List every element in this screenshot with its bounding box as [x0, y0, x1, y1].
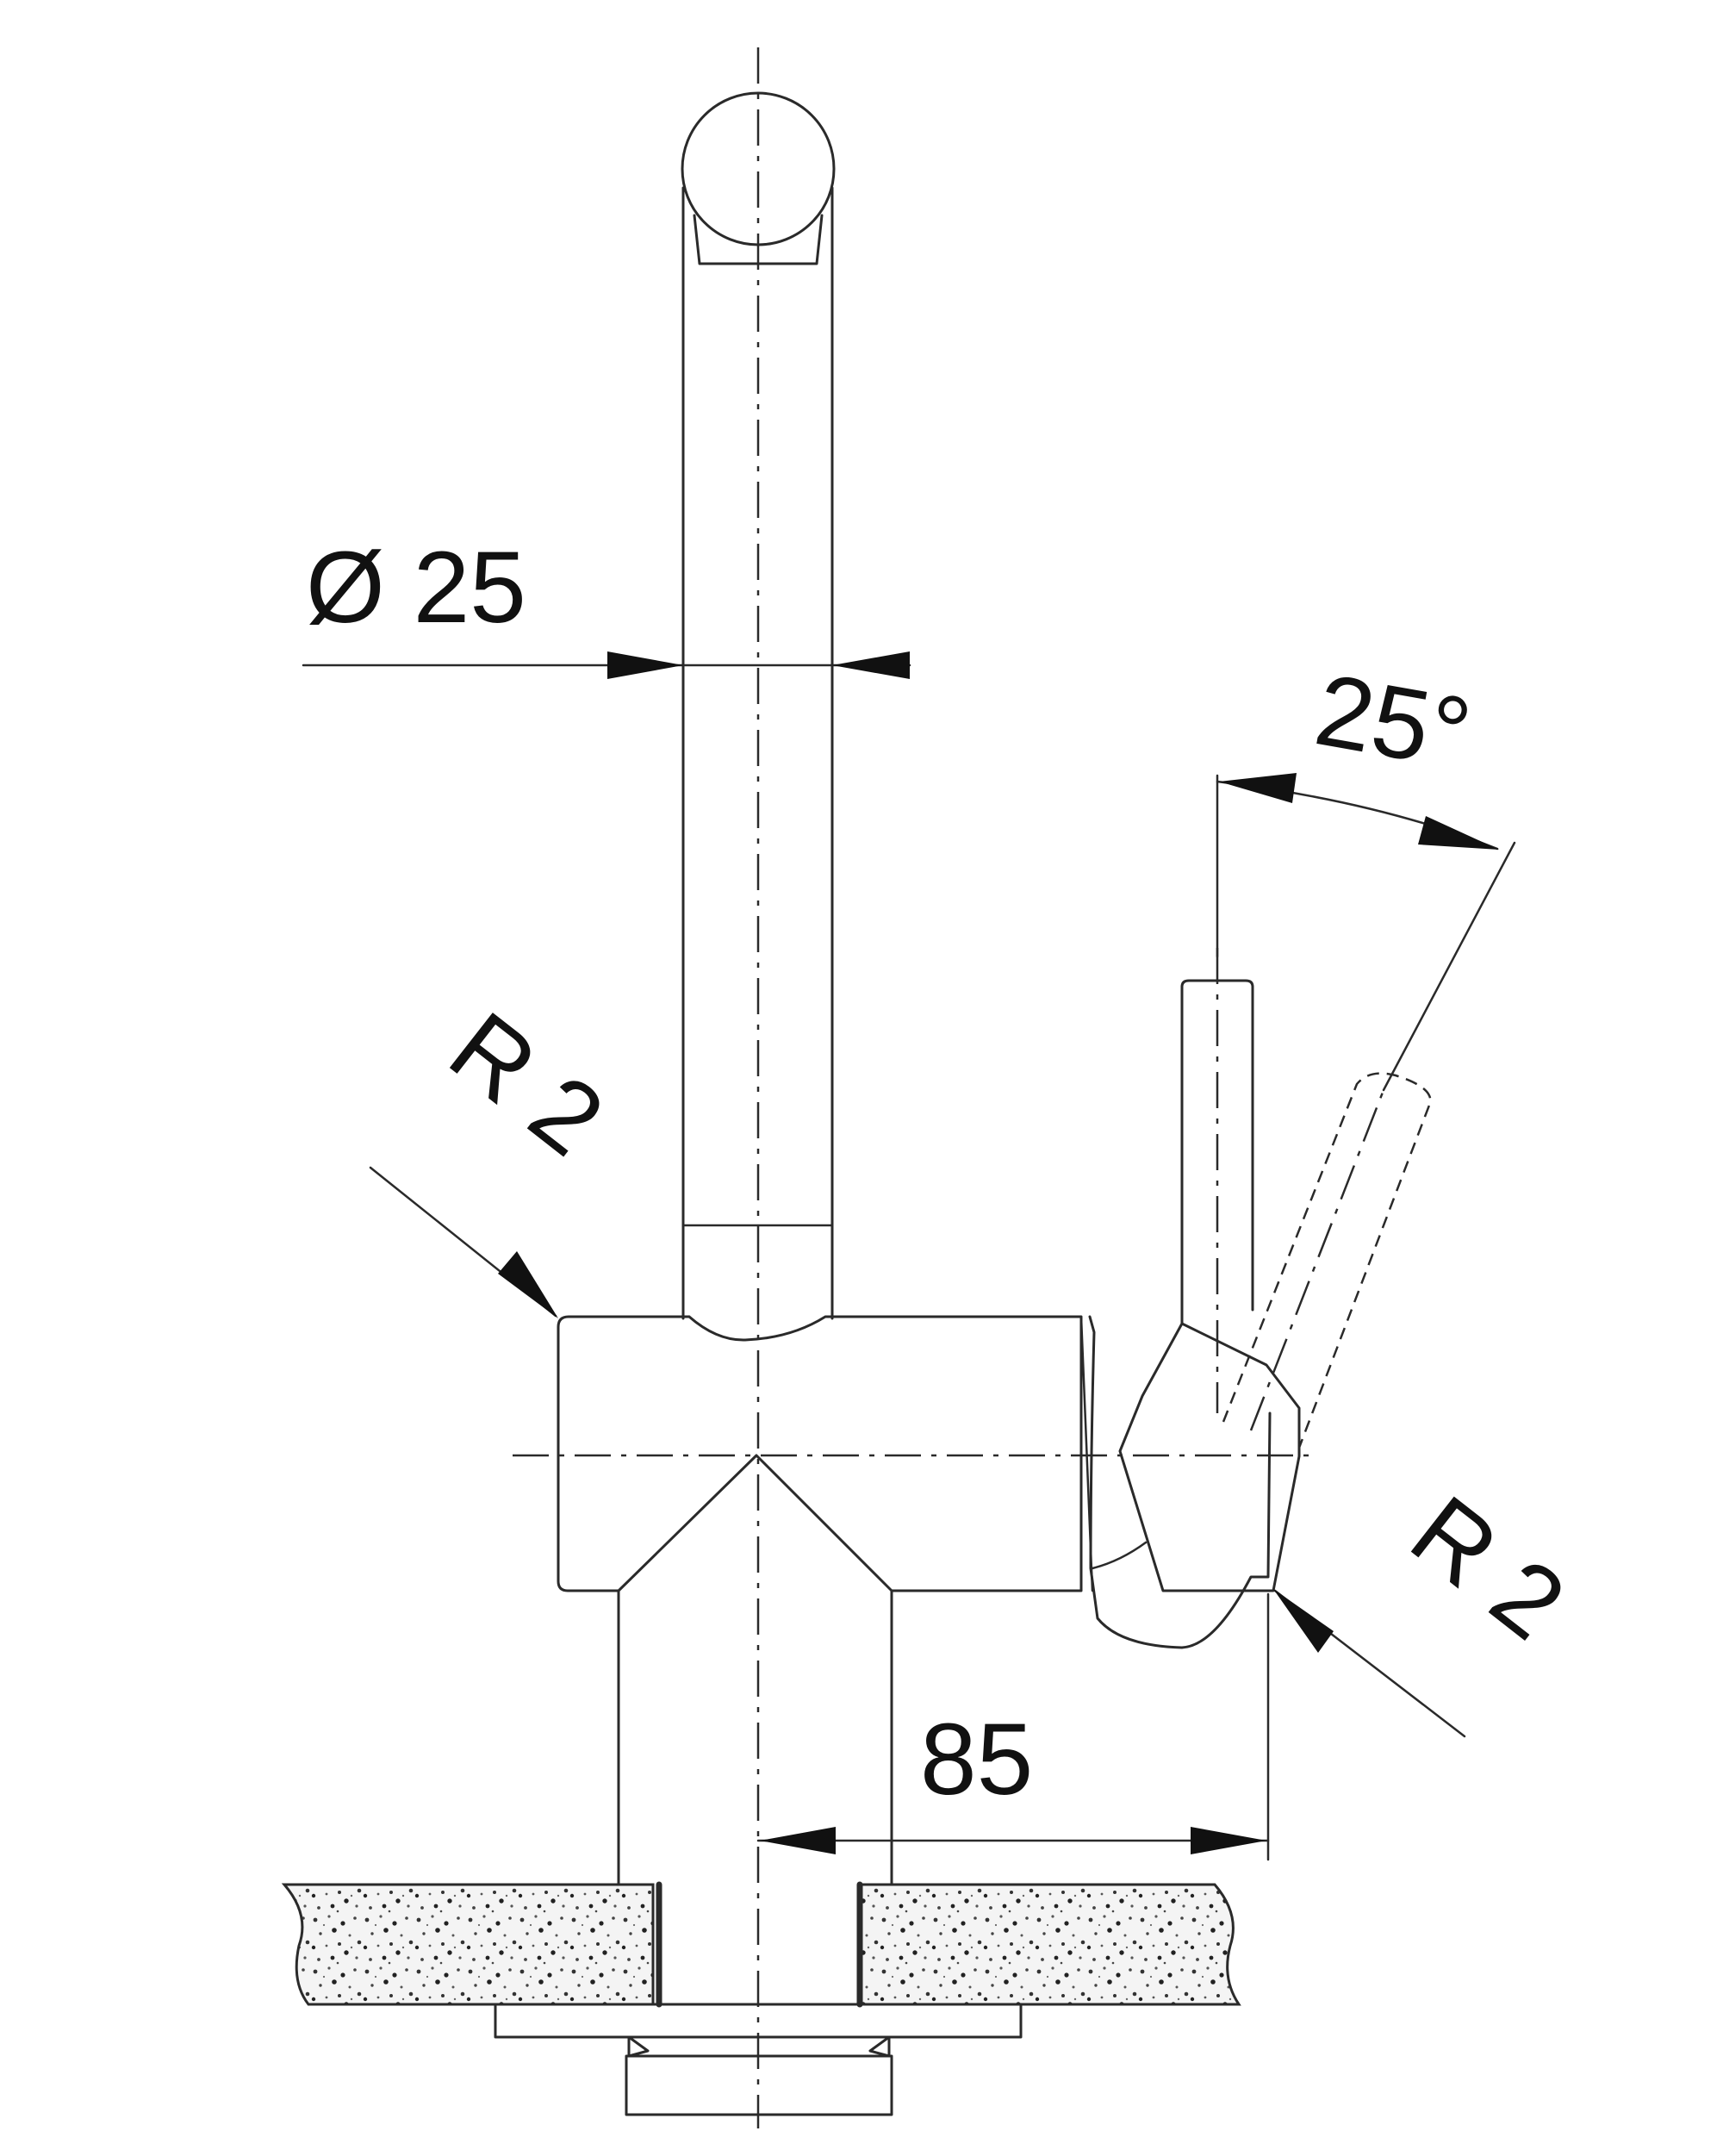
diameter-dimension: Ø 25	[302, 531, 911, 679]
lever-handle-tilted	[1222, 1072, 1432, 1449]
diameter-arrow-right-icon	[832, 651, 910, 679]
cartridge-cap-curve	[1091, 1541, 1148, 1570]
radius-right-dimension: R 2	[1273, 1474, 1585, 1738]
depth-arrow-left-icon	[760, 1827, 836, 1854]
angle-arrow-left-icon	[1219, 773, 1297, 803]
radius-left-label: R 2	[429, 991, 624, 1178]
angle-arrow-right-icon	[1418, 816, 1499, 850]
cartridge-cap-seam	[1079, 1315, 1094, 1592]
mounting-clamp-left	[627, 2035, 650, 2058]
radius-right-arrow-icon	[1273, 1589, 1334, 1653]
cartridge-cap	[1088, 1315, 1272, 1649]
angle-dimension: 25°	[1216, 653, 1516, 1092]
radius-right-label: R 2	[1390, 1474, 1585, 1661]
radius-left-arrow-icon	[498, 1251, 558, 1318]
countertop-left-slab	[281, 1883, 655, 2006]
radius-left-dimension: R 2	[369, 991, 624, 1318]
center-lines	[513, 47, 1318, 2128]
diameter-arrow-left-icon	[607, 651, 683, 679]
depth-arrow-right-icon	[1191, 1827, 1266, 1854]
countertop-right-slab	[858, 1883, 1241, 2006]
countertop	[281, 1881, 1241, 2008]
lever-hub	[1118, 1322, 1301, 1592]
depth-dimension: 85	[756, 1592, 1270, 1861]
angle-extension-tilted	[1382, 841, 1516, 1092]
main-housing	[557, 1315, 1083, 1592]
depth-label: 85	[920, 1703, 1033, 1816]
lever-tilted-centerline	[1249, 1089, 1385, 1431]
angle-label: 25°	[1308, 653, 1479, 792]
mounting-clamp-right	[868, 2035, 891, 2058]
diameter-label: Ø 25	[306, 531, 526, 645]
